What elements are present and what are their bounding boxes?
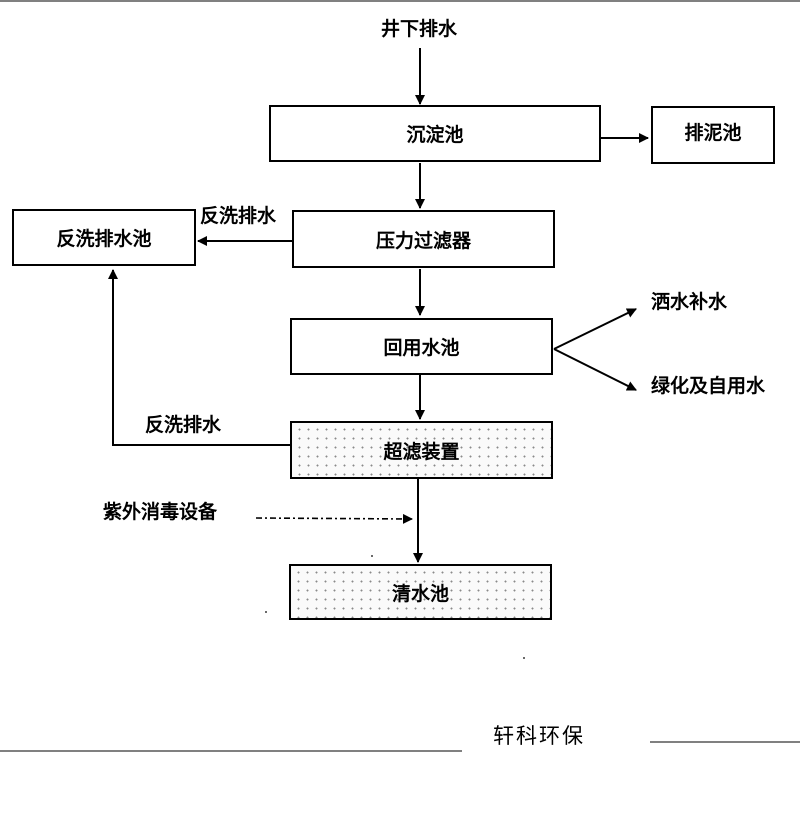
label-uv-device: 紫外消毒设备 <box>103 501 218 523</box>
box-backwash-pool-label: 反洗排水池 <box>56 228 152 250</box>
arrow-reuse-to-sprinkle <box>553 308 637 350</box>
box-sludge-label: 排泥池 <box>684 122 742 144</box>
box-ultrafiltration-label: 超滤装置 <box>383 440 460 463</box>
footer-brand: 轩科环保 <box>493 724 585 748</box>
label-sprinkle: 洒水补水 <box>651 291 728 313</box>
arrow-reuse-to-greening <box>553 348 637 391</box>
box-clear-water: 清水池 <box>289 564 552 620</box>
box-pressure-filter: 压力过滤器 <box>292 210 555 268</box>
arrow-ultrafiltration-to-backwash-pool <box>108 269 292 446</box>
box-reuse-pool: 回用水池 <box>290 318 553 375</box>
label-backwash-top: 反洗排水 <box>200 205 277 227</box>
source-label: 井下排水 <box>381 18 458 40</box>
box-ultrafiltration: 超滤装置 <box>290 421 553 479</box>
box-clear-water-label: 清水池 <box>391 582 449 605</box>
label-greening: 绿化及自用水 <box>651 375 766 397</box>
arrow-uv-dashed <box>255 513 413 524</box>
speck <box>523 657 525 659</box>
box-sedimentation-label: 沉淀池 <box>406 124 464 146</box>
box-sedimentation: 沉淀池 <box>269 105 601 162</box>
box-backwash-pool: 反洗排水池 <box>12 209 196 266</box>
box-reuse-pool-label: 回用水池 <box>383 337 460 359</box>
speck <box>265 611 267 613</box>
speck <box>371 555 373 557</box>
box-sludge: 排泥池 <box>651 106 775 164</box>
box-pressure-filter-label: 压力过滤器 <box>375 229 471 252</box>
label-backwash-bottom: 反洗排水 <box>145 414 222 436</box>
